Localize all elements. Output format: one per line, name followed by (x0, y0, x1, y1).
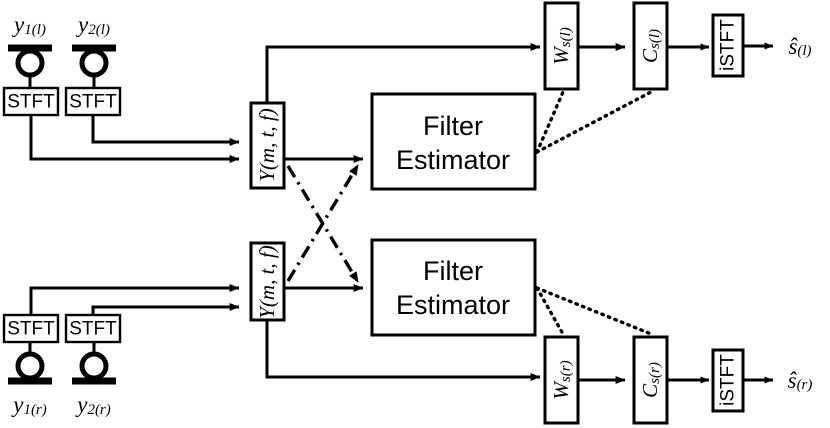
mic-1-left (8, 44, 52, 88)
w-block-right-label: Ws(r) (549, 360, 574, 399)
w-block-left-sub: s(l) (558, 27, 574, 47)
c-block-left-label: Cs(l) (638, 29, 663, 63)
w-block-left[interactable] (543, 1, 580, 91)
output-left-sub: (l) (797, 43, 811, 59)
wire-stft-left-2-to-y (91, 115, 240, 146)
stft-left-1[interactable] (2, 86, 60, 117)
stft-left-2-label: STFT (69, 92, 117, 113)
filter-estimator-left-line2: Estimator (396, 145, 510, 175)
w-block-right-sub: s(r) (558, 360, 574, 382)
tap-estimator-right-to-c (535, 286, 653, 336)
w-block-left-base: W (549, 45, 573, 65)
mic-1-left-base: y (12, 12, 25, 37)
wire-stft-right-2-to-y (91, 303, 240, 315)
mic-1-left-sub: 1(l) (24, 22, 46, 38)
wire-stft-right-1-to-y (29, 284, 240, 315)
wire-y-right-to-w (265, 320, 541, 381)
stft-left-1-label: STFT (7, 92, 55, 113)
c-block-right[interactable] (632, 335, 669, 425)
mic-2-right-base: y (75, 392, 88, 417)
c-block-left-base: C (638, 48, 662, 63)
stft-right-1[interactable] (2, 313, 60, 344)
mic-1-left-label: y1(l) (12, 12, 46, 39)
output-right-sub: (r) (797, 377, 813, 393)
wire-y-left-to-w (265, 43, 541, 103)
w-block-right-base: W (549, 380, 573, 400)
stft-right-1-label: STFT (7, 319, 55, 340)
mic-1-right-base: y (11, 392, 24, 417)
tap-estimator-left-to-w (535, 90, 565, 154)
mic-2-left-base: y (76, 12, 89, 37)
istft-right-label: iSTFT (718, 354, 739, 406)
stft-right-2[interactable] (64, 313, 122, 344)
filter-estimator-right-line2: Estimator (396, 290, 510, 320)
w-block-left-label: Ws(l) (549, 27, 574, 65)
filter-estimator-right-line1: Filter (423, 256, 483, 286)
istft-left[interactable] (711, 13, 745, 78)
output-left-label: ŝ(l) (788, 34, 811, 60)
filter-estimator-left[interactable] (370, 92, 537, 191)
c-block-right-label: Cs(r) (638, 362, 663, 398)
istft-left-label: iSTFT (718, 19, 739, 71)
istft-right[interactable] (711, 348, 745, 413)
tap-estimator-left-to-c (535, 90, 653, 154)
c-block-right-base: C (638, 383, 662, 398)
mic-2-left-sub: 2(l) (88, 22, 110, 38)
y-block-right-label: Y(m, t, f) (255, 245, 279, 319)
mic-2-right-sub: 2(r) (87, 402, 110, 418)
y-block-left-label: Y(m, t, f) (255, 108, 279, 182)
output-left-base: ŝ (788, 34, 798, 59)
c-block-right-sub: s(r) (647, 362, 663, 384)
output-right-base: ŝ (788, 368, 798, 393)
mic-2-right (72, 341, 116, 385)
mic-1-right (8, 341, 52, 385)
stft-right-2-label: STFT (69, 319, 117, 340)
mic-1-right-label: y1(r) (11, 392, 47, 419)
mic-2-left-label: y2(l) (76, 12, 110, 39)
output-right-label: ŝ(r) (788, 368, 813, 394)
wire-stft-left-1-to-y (29, 115, 240, 163)
c-block-left-sub: s(l) (647, 29, 663, 49)
mic-1-right-sub: 1(r) (23, 402, 46, 418)
filter-estimator-right[interactable] (370, 238, 537, 337)
mic-2-right-label: y2(r) (75, 392, 111, 419)
filter-estimator-left-line1: Filter (423, 111, 483, 141)
cross-link-y-right-to-estimator-left (286, 164, 360, 282)
tap-estimator-right-to-w (535, 286, 565, 336)
mic-2-left (72, 44, 116, 88)
